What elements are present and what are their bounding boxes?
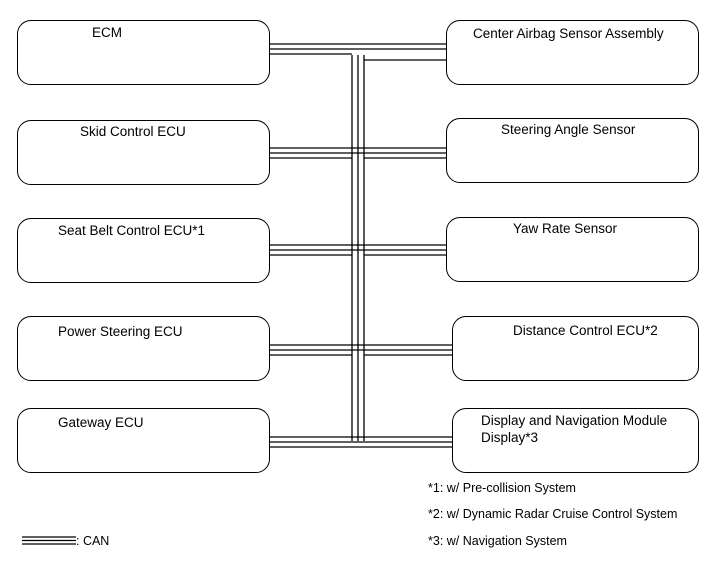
node-seat-belt-control-ecu: Seat Belt Control ECU*1 (17, 218, 270, 283)
node-yaw-rate-sensor: Yaw Rate Sensor (446, 217, 699, 282)
node-display-navigation-module: Display and Navigation Module Display*3 (452, 408, 699, 473)
node-label-line2: Display*3 (481, 430, 539, 445)
node-skid-control-ecu: Skid Control ECU (17, 120, 270, 185)
node-gateway-ecu: Gateway ECU (17, 408, 270, 473)
can-stub-seatbelt (270, 244, 446, 256)
node-label: Display and Navigation Module (481, 413, 668, 428)
can-stub-skid (270, 147, 446, 159)
footnote-1: *1: w/ Pre-collision System (428, 481, 576, 495)
node-distance-control-ecu: Distance Control ECU*2 (452, 316, 699, 381)
node-label: ECM (92, 25, 122, 40)
footnote-2: *2: w/ Dynamic Radar Cruise Control Syst… (428, 507, 678, 521)
node-center-airbag-sensor-assembly: Center Airbag Sensor Assembly (446, 20, 699, 85)
can-legend-symbol (22, 536, 76, 545)
can-stub-ecm (270, 43, 446, 55)
footnote-3: *3: w/ Navigation System (428, 534, 567, 548)
node-label: Steering Angle Sensor (501, 122, 636, 137)
node-label: Center Airbag Sensor Assembly (473, 26, 664, 41)
can-stub-power-steering (270, 344, 452, 356)
node-label: Yaw Rate Sensor (513, 221, 618, 236)
node-ecm: ECM (17, 20, 270, 85)
node-label: Seat Belt Control ECU*1 (58, 223, 206, 238)
can-legend-label: : CAN (76, 534, 110, 548)
can-stub-gateway (270, 436, 452, 448)
can-trunk-line (351, 55, 365, 441)
node-label: Skid Control ECU (80, 124, 186, 139)
node-label: Power Steering ECU (58, 324, 183, 339)
node-label: Gateway ECU (58, 415, 144, 430)
node-label: Distance Control ECU*2 (513, 323, 658, 338)
node-power-steering-ecu: Power Steering ECU (17, 316, 270, 381)
node-steering-angle-sensor: Steering Angle Sensor (446, 118, 699, 183)
